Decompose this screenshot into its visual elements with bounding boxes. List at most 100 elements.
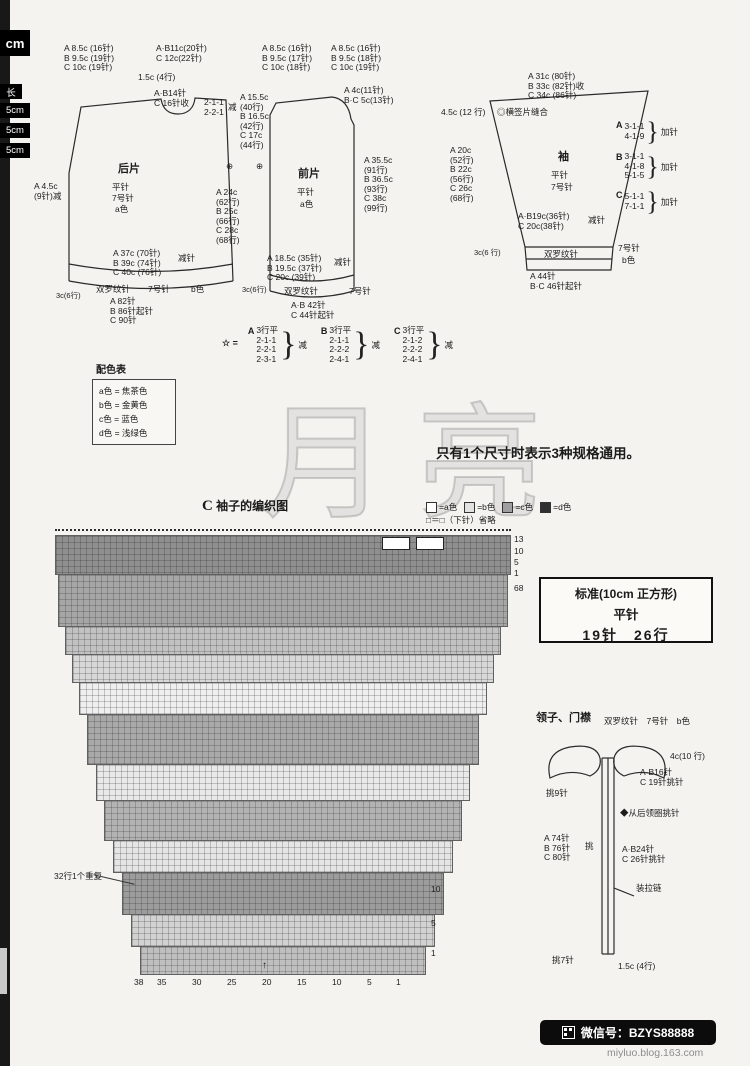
sleeve-needle-label: 7号针 — [551, 182, 573, 192]
wechat-text: 微信号：BZYS88888 — [580, 1026, 695, 1040]
back-needle-label: 7号针 — [112, 193, 134, 203]
front-hem-width: A 18.5c (35针)B 19.5c (37针)C 20c (39针) — [267, 253, 322, 282]
scan-smudge — [0, 948, 7, 994]
legend-label: =d色 — [553, 502, 572, 512]
placket-strip — [601, 757, 635, 955]
chart-band — [72, 655, 494, 683]
chart-band — [122, 873, 444, 915]
back-stitch-label: 平针 — [112, 182, 130, 192]
front-shoulder-measure: A 8.5c (16针)B 9.5c (17针)C 10c (18针) — [262, 43, 313, 72]
front-length-measure: A 35.5c(91行)B 36.5c(93行)C 38c(99行) — [364, 155, 393, 213]
back-seam-mark-icon: ⊕ — [226, 161, 234, 171]
front-rib-label: 双罗纹针 — [284, 286, 319, 296]
back-color-label: a色 — [115, 204, 129, 214]
page-edge-strip — [0, 0, 10, 1066]
gauge-line1: 标准(10cm 正方形) — [574, 587, 678, 601]
palette-row: a色 = 焦茶色 — [99, 386, 148, 396]
chart-number: 35 — [157, 977, 167, 987]
chart-legend-note: □＝□（下针）省略 — [426, 515, 496, 525]
sleeve-stitch-label: 平针 — [551, 170, 569, 180]
size-note: 只有1个尺寸时表示3种规格通用。 — [436, 446, 641, 461]
wechat-badge: 微信号：BZYS88888 — [540, 1020, 716, 1045]
placket-bottom-height: 1.5c (4行) — [618, 961, 656, 971]
sleeve-rib-color: b色 — [622, 255, 636, 265]
chart-band — [96, 765, 470, 801]
front-seam-mark-icon: ⊕ — [256, 161, 264, 171]
back-piece-outline — [68, 97, 234, 290]
front-yoke-length: A 15.5c(40行)B 16.5c(42行)C 17c(44行) — [240, 92, 269, 150]
front-neck-width: A 4c(11针)B·C 5c(13针) — [344, 85, 394, 105]
collar-backneck-note: ◆从后领圈挑针 — [620, 808, 680, 818]
gauge-line3: 19针 26行 — [582, 627, 670, 643]
front-stitch-label: 平针 — [297, 187, 315, 197]
zipper-label: 装拉链 — [636, 883, 662, 893]
palette-row: c色 = 蓝色 — [99, 414, 139, 424]
sleeve-piece-title: 袖 — [558, 151, 569, 163]
legend-item: =a色 — [426, 501, 457, 513]
chart-number: 5 — [367, 977, 372, 987]
chart-legend: =a色 =b色 =c色 =d色 — [426, 501, 571, 513]
collar-title: 领子、门襟 — [536, 712, 591, 724]
edge-tab-1: 长 — [0, 84, 22, 99]
sleeve-length-measure: A 20c(52行)B 22c(56行)C 26c(68行) — [450, 145, 474, 203]
gauge-box: 标准(10cm 正方形) 平针 19针 26行 — [539, 577, 713, 643]
sleeve-cuff-width: A·B19c(36针)C 20c(38针) — [518, 211, 570, 231]
sleeve-cap-note: ◎横签片缝合 — [497, 107, 549, 117]
placket-pick7-label: 挑7针 — [552, 955, 574, 965]
chart-band — [113, 841, 453, 873]
front-hem-note: 减针 — [334, 257, 352, 267]
chart-band — [65, 627, 501, 655]
chart-number: 10 — [514, 546, 524, 556]
front-color-label: a色 — [300, 199, 314, 209]
back-length-measure: A 24c(62行)B 25c(66行)C 28c(68行) — [216, 187, 240, 245]
chart-number: 5 — [514, 557, 519, 567]
chart-number: 30 — [192, 977, 202, 987]
edge-tab-3: 5cm — [0, 123, 30, 138]
gauge-line2: 平针 — [613, 608, 639, 622]
front-shoulder-measure-2: A 8.5c (16针)B 9.5c (18针)C 10c (19针) — [331, 43, 382, 72]
back-piece-title: 后片 — [118, 163, 140, 175]
back-shoulder-measure: A 8.5c (16针)B 9.5c (19针)C 10c (19针) — [64, 43, 115, 72]
front-rib-height: 3c(6行) — [242, 285, 267, 294]
chart-center-arrow: ↑ — [262, 960, 267, 971]
chart-marker-box-2 — [416, 537, 444, 550]
back-rib-needle: 7号针 — [148, 284, 170, 294]
chart-number: 68 — [514, 583, 524, 593]
chart-number: 38 — [134, 977, 144, 987]
collar-height-measure: 4c(10 行) — [670, 751, 705, 761]
sleeve-rib-label: 双罗纹针 — [544, 249, 579, 259]
front-rib-needle: 7号针 — [349, 286, 371, 296]
decrease-note-prefix: ☆ = — [222, 338, 238, 348]
legend-swatch-icon — [502, 501, 514, 513]
palette-title: 配色表 — [96, 365, 126, 376]
chart-number: 15 — [297, 977, 307, 987]
sleeve-outline — [489, 90, 649, 271]
legend-item: =c色 — [502, 501, 533, 513]
back-rib-height: 3c(6行) — [56, 291, 81, 300]
legend-swatch-icon — [540, 501, 552, 513]
chart-band — [131, 915, 435, 947]
chart-band — [79, 683, 487, 715]
sleeve-cap-measure: 4.5c (12 行) — [441, 107, 486, 117]
palette-row: d色 = 浅绿色 — [99, 428, 148, 438]
wechat-qr-icon — [561, 1026, 575, 1039]
chart-number: 20 — [262, 977, 272, 987]
chart-band — [55, 535, 511, 575]
watermark: 月亮 — [261, 392, 572, 537]
palette-box: a色 = 焦茶色 b色 = 金黄色 c色 = 蓝色 d色 = 浅绿色 — [92, 379, 176, 445]
palette-row: b色 = 金黄色 — [99, 400, 148, 410]
sleeve-rib-needle: 7号针 — [618, 243, 640, 253]
edge-tab-2: 5cm — [0, 103, 30, 118]
collar-subtitle: 双罗纹针 7号针 b色 — [604, 716, 690, 726]
legend-item: =b色 — [464, 501, 495, 513]
chart-marker-box-1 — [382, 537, 410, 550]
